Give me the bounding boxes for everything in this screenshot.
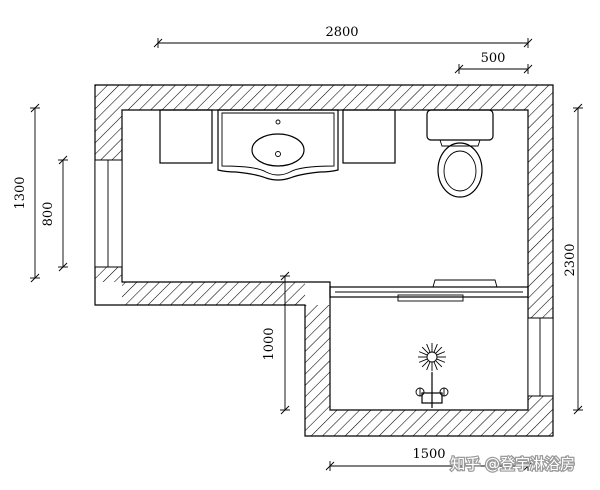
- toilet-bowl-outer: [437, 142, 483, 198]
- dimension-left-outer: 1300: [13, 103, 40, 283]
- dimension-label-1000: 1000: [262, 327, 277, 360]
- vanity-cabinet-left: [159, 109, 213, 164]
- dimension-left-inner: 800: [41, 155, 68, 272]
- shower-mixer: [415, 372, 449, 408]
- vanity-cabinet-right: [342, 109, 396, 164]
- watermark: 知乎 @登宇淋浴房: [449, 454, 576, 474]
- toilet: [426, 109, 494, 198]
- basin-drain: [275, 151, 281, 157]
- basin-faucet: [275, 119, 281, 125]
- dimension-label-2300: 2300: [563, 243, 578, 276]
- left-door: [94, 159, 123, 268]
- outer-wall-line: [94, 84, 554, 437]
- dimension-label-1500: 1500: [412, 447, 445, 462]
- shower-head: [418, 343, 446, 371]
- dimension-top-toilet: 500: [454, 51, 533, 74]
- watermark-text: 知乎 @登宇淋浴房: [450, 455, 575, 473]
- dimension-shower-depth: 1000: [262, 271, 290, 415]
- dimension-label-2800: 2800: [325, 25, 358, 40]
- room-floor: [108, 110, 528, 410]
- dimension-label-1300: 1300: [13, 176, 28, 209]
- toilet-bowl-inner: [443, 150, 477, 192]
- vanity: [159, 109, 396, 181]
- inner-wall-line: [121, 109, 529, 411]
- basin-bowl: [251, 133, 305, 167]
- dimension-top-total: 2800: [153, 25, 533, 48]
- shower-screen: [329, 279, 529, 302]
- dimension-label-500: 500: [481, 51, 506, 66]
- right-window: [527, 317, 554, 397]
- dimension-shower-width: 1500: [325, 447, 533, 471]
- dimension-right-total: 2300: [563, 103, 583, 415]
- vanity-basin-counter: [217, 109, 339, 181]
- dimension-label-800: 800: [41, 202, 56, 227]
- walls: [94, 84, 554, 437]
